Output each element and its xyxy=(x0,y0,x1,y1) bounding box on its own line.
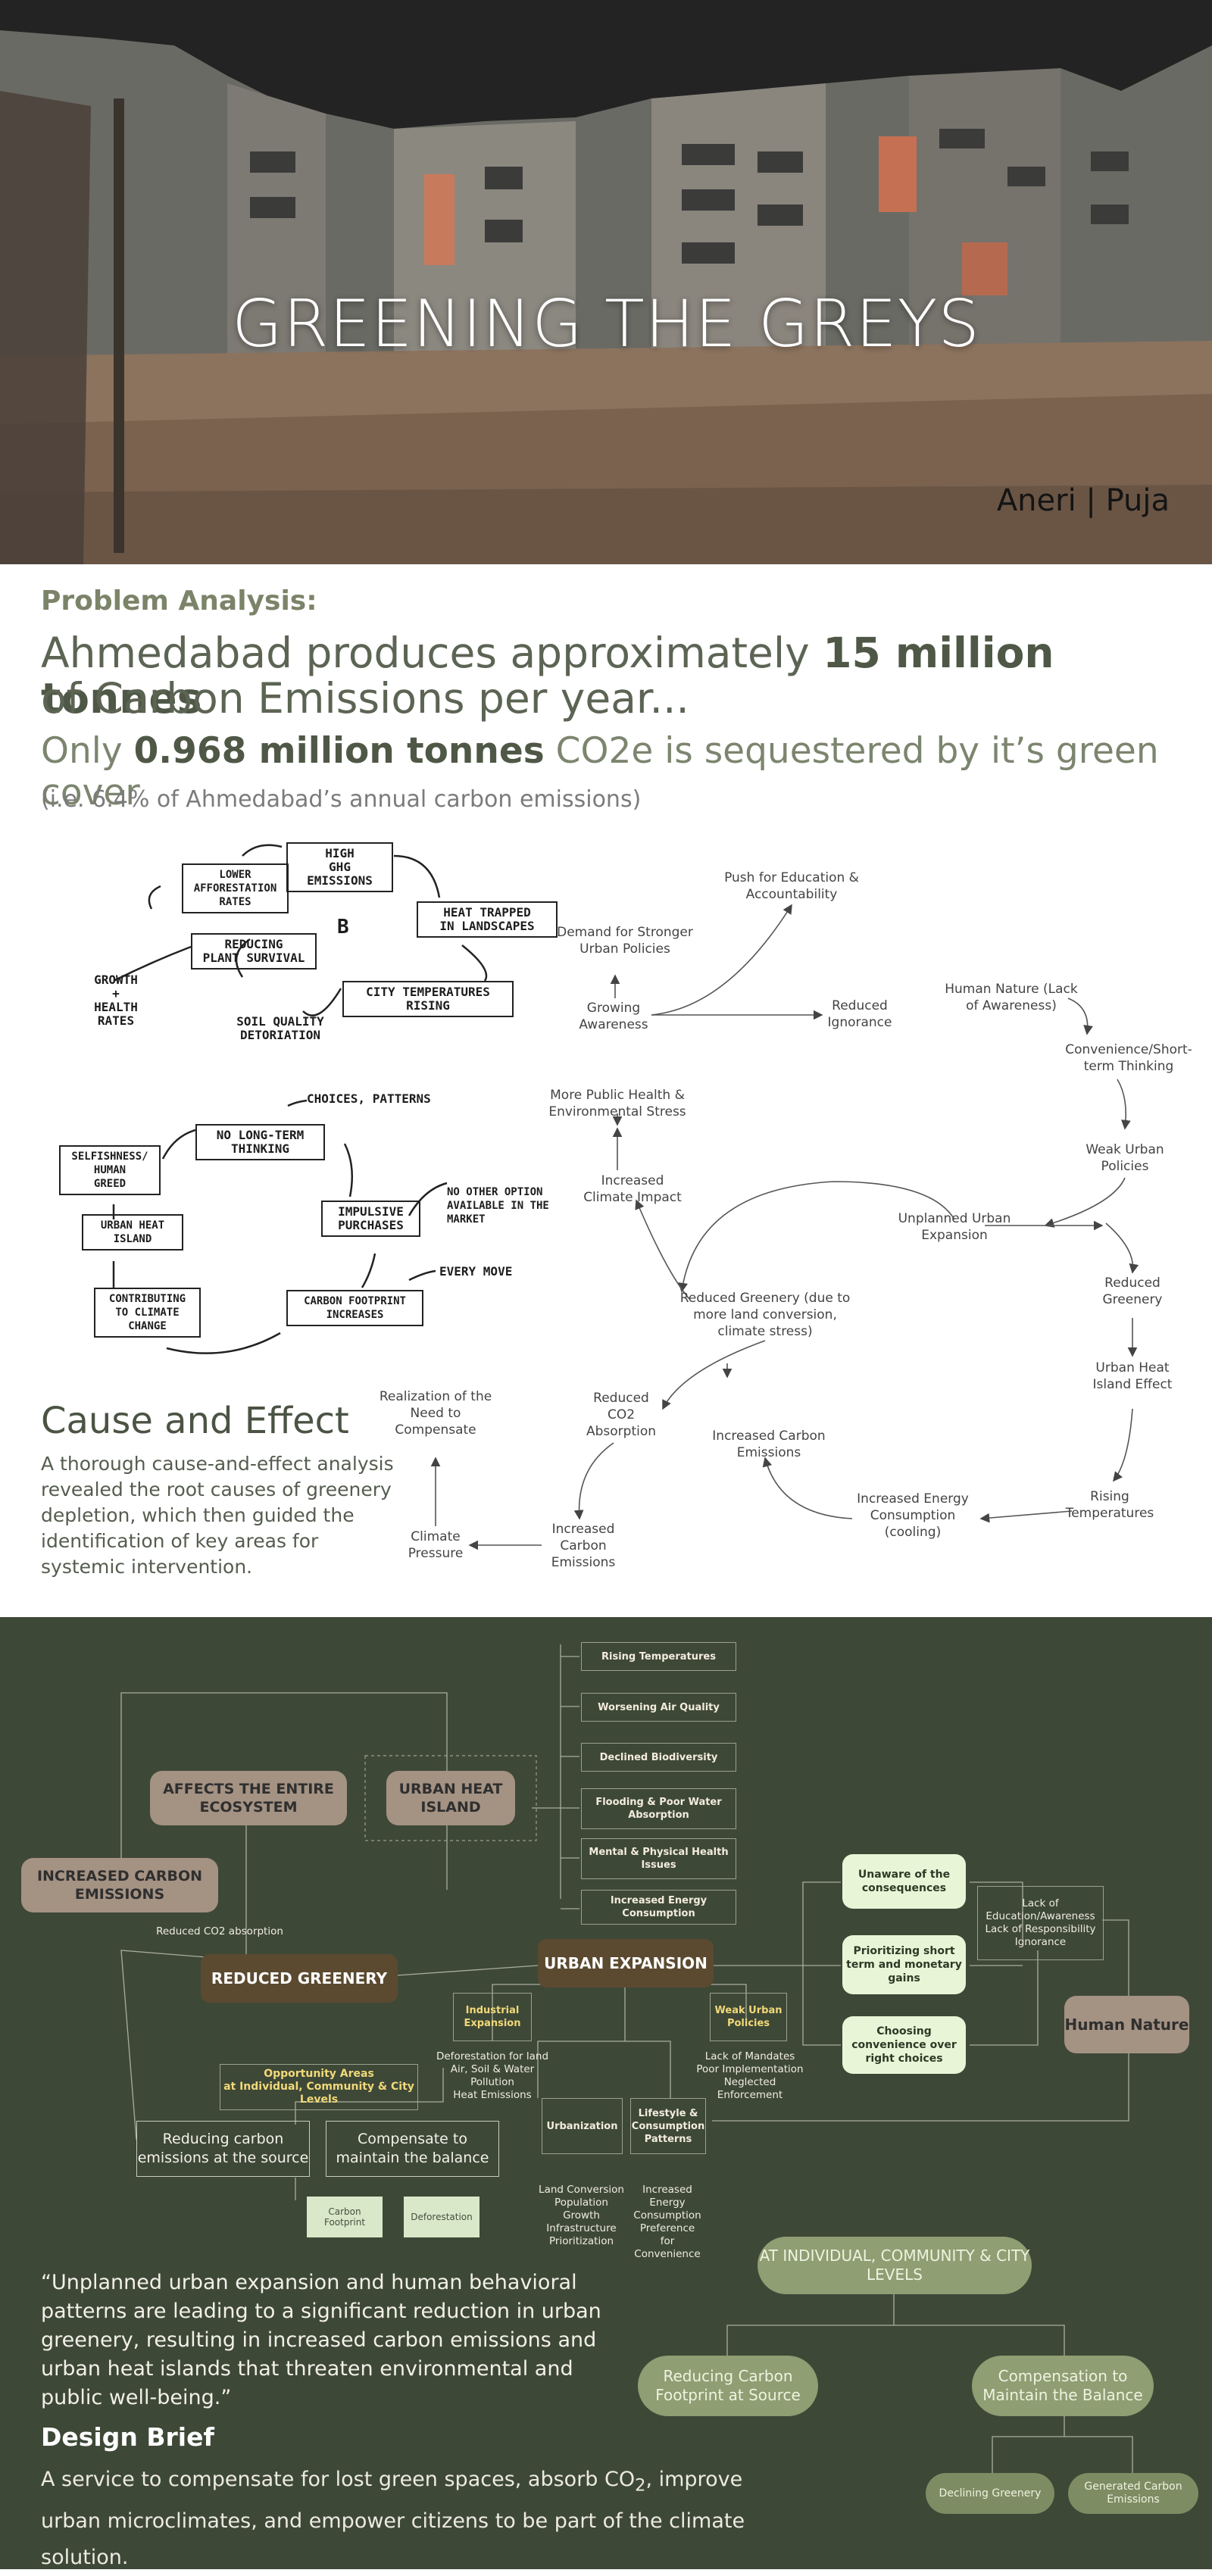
node-realization: Realization of the Need to Compensate xyxy=(379,1389,492,1438)
percentage-note: (i.e. 6.4% of Ahmedabad’s annual carbon … xyxy=(41,786,642,813)
design-brief-text-1: A service to compensate for lost green s… xyxy=(41,2468,636,2491)
impact-flooding: Flooding & Poor Water Absorption xyxy=(581,1788,736,1829)
design-brief-description: A service to compensate for lost green s… xyxy=(41,2462,798,2576)
node-climate-pressure: Climate Pressure xyxy=(408,1529,464,1561)
sketch-lower-afforestation: LOWER AFFORESTATION RATES xyxy=(182,863,289,913)
problem-quote: “Unplanned urban expansion and human beh… xyxy=(41,2271,601,2409)
node-reduced-greenery-right: Reduced Greenery xyxy=(1102,1276,1163,1307)
sequestration-pre: Only xyxy=(41,730,134,772)
generated-emissions-node: Generated Carbon Emissions xyxy=(1068,2473,1198,2514)
impact-biodiversity: Declined Biodiversity xyxy=(581,1743,736,1772)
design-brief-text-2: , improve urban microclimates, and empow… xyxy=(41,2468,745,2570)
systems-map-lines xyxy=(120,1644,1133,2473)
levels-top-node: AT INDIVIDUAL, COMMUNITY & CITY LEVELS xyxy=(758,2237,1032,2294)
weak-policies-list: Lack of Mandates Poor Implementation Neg… xyxy=(696,2050,804,2101)
industrial-expansion-node: Industrial Expansion xyxy=(453,1993,532,2041)
sketch-city-temperatures: CITY TEMPERATURES RISING xyxy=(342,981,514,1017)
reducing-source-box: Reducing carbon emissions at the source xyxy=(136,2121,310,2177)
urbanization-list: Land Conversion Population Growth Infras… xyxy=(539,2184,624,2247)
systems-map-section: Rising Temperatures Worsening Air Qualit… xyxy=(0,1617,1212,2569)
node-unplanned-expansion: Unplanned Urban Expansion xyxy=(898,1211,1011,1243)
sequestration-post: CO2e is sequestered by it’s green cover xyxy=(41,730,1159,813)
design-brief-subscript: 2 xyxy=(635,2475,646,2496)
sketch-no-other-option: NO OTHER OPTION AVAILABLE IN THE MARKET xyxy=(447,1186,549,1226)
node-reduced-greenery: Reduced Greenery (due to more land conve… xyxy=(679,1291,851,1339)
node-rising-temps: Rising Temperatures xyxy=(1065,1489,1154,1521)
hero-banner: GREENING THE GREYS Aneri | Puja xyxy=(0,0,1212,564)
node-increased-carbon-mid: Increased Carbon Emissions xyxy=(712,1429,826,1460)
sequestration-line: Only 0.968 million tonnes CO2e is seques… xyxy=(41,730,1212,813)
sketch-no-long-term: NO LONG-TERM THINKING xyxy=(195,1124,325,1160)
impact-health: Mental & Physical Health Issues xyxy=(581,1838,736,1879)
sketch-choices-patterns: CHOICES, PATTERNS xyxy=(307,1091,431,1106)
node-push-education: Push for Education & Accountability xyxy=(724,870,859,902)
problem-statement-line1: Ahmedabad produces approximately 15 mill… xyxy=(41,630,1212,721)
impact-energy: Increased Energy Consumption xyxy=(581,1890,736,1925)
sketch-every-move: EVERY MOVE xyxy=(439,1264,513,1279)
node-increased-energy: Increased Energy Consumption (cooling) xyxy=(857,1491,969,1540)
lack-of-education-box: Lack of Education/Awareness Lack of Resp… xyxy=(977,1886,1104,1960)
node-increased-carbon-low: Increased Carbon Emissions xyxy=(551,1522,616,1570)
declining-greenery-node: Declining Greenery xyxy=(926,2473,1054,2514)
sketch-carbon-footprint: CARBON FOOTPRINT INCREASES xyxy=(286,1290,423,1326)
weak-policies-node: Weak Urban Policies xyxy=(710,1993,787,2041)
sketch-selfishness: SELFISHNESS/ HUMAN GREED xyxy=(59,1145,161,1195)
node-increased-climate: Increased Climate Impact xyxy=(583,1173,682,1205)
sketch-arrows xyxy=(112,844,488,1354)
problem-line1-bold: 15 million tonnes xyxy=(41,629,1054,723)
reducing-footprint-node: Reducing Carbon Footprint at Source xyxy=(638,2356,818,2416)
design-brief-title: Design Brief xyxy=(41,2422,214,2452)
sketch-soil-quality: SOIL QUALITY DETORIATION xyxy=(236,1014,324,1042)
reduced-co2-label: Reduced CO2 absorption xyxy=(156,1925,283,1937)
urban-expansion-node: URBAN EXPANSION xyxy=(538,1939,714,1987)
sketch-loop-b: B xyxy=(337,916,349,938)
sketch-growth-health: GROWTH + HEALTH RATES xyxy=(94,973,138,1028)
sketch-reducing-plant: REDUCING PLANT SURVIVAL xyxy=(191,933,317,970)
hero-building-photo xyxy=(0,0,1212,564)
node-human-nature: Human Nature (Lack of Awareness) xyxy=(945,982,1078,1013)
human-nature-node: Human Nature xyxy=(1064,1996,1189,2053)
sequestration-bold: 0.968 million tonnes xyxy=(133,730,545,772)
unaware-node: Unaware of the consequences xyxy=(842,1854,966,1909)
urbanization-node: Urbanization xyxy=(542,2098,623,2154)
hero-title: GREENING THE GREYS xyxy=(232,286,980,362)
problem-statement-line2: of Carbon Emissions per year... xyxy=(41,674,689,723)
deforestation-chip: Deforestation xyxy=(404,2197,479,2237)
sketch-impulsive: IMPULSIVE PURCHASES xyxy=(321,1201,420,1237)
cause-effect-description: A thorough cause-and-effect analysis rev… xyxy=(41,1453,394,1578)
node-public-health: More Public Health & Environmental Stres… xyxy=(548,1088,686,1119)
choosing-node: Choosing convenience over right choices xyxy=(842,2016,966,2074)
increased-carbon-node: INCREASED CARBON EMISSIONS xyxy=(21,1858,218,1912)
opportunity-areas-label: Opportunity Areas at Individual, Communi… xyxy=(220,2064,418,2110)
node-reduced-ignorance: Reduced Ignorance xyxy=(827,998,892,1030)
industrial-list: Deforestation for land Air, Soil & Water… xyxy=(436,2050,549,2101)
lifestyle-node: Lifestyle & Consumption Patterns xyxy=(630,2098,706,2154)
loop-arrows xyxy=(430,904,1139,1550)
node-reduced-co2: Reduced CO2 Absorption xyxy=(586,1391,657,1439)
sketch-contributing: CONTRIBUTING TO CLIMATE CHANGE xyxy=(94,1288,201,1338)
cause-effect-title: Cause and Effect xyxy=(41,1400,349,1442)
compensation-node: Compensation to Maintain the Balance xyxy=(972,2356,1154,2416)
urban-heat-island-node: URBAN HEAT ISLAND xyxy=(386,1771,515,1825)
node-weak-policies: Weak Urban Policies xyxy=(1085,1142,1164,1174)
hero-authors: Aneri | Puja xyxy=(996,483,1170,518)
node-growing-awareness: Growing Awareness xyxy=(579,1001,648,1032)
node-uhi-effect: Urban Heat Island Effect xyxy=(1092,1360,1173,1392)
sketch-urban-heat: URBAN HEAT ISLAND xyxy=(82,1214,183,1251)
node-convenience: Convenience/Short- term Thinking xyxy=(1065,1042,1192,1074)
problem-analysis-label: Problem Analysis: xyxy=(41,585,317,617)
reduced-greenery-node: REDUCED GREENERY xyxy=(201,1954,398,2003)
lifestyle-list: Increased Energy Consumption Preference … xyxy=(633,2184,701,2260)
problem-line1-text: Ahmedabad produces approximately xyxy=(41,629,823,677)
node-demand-policies: Demand for Stronger Urban Policies xyxy=(557,925,693,957)
compensate-balance-box: Compensate to maintain the balance xyxy=(326,2121,499,2177)
sketch-heat-trapped: HEAT TRAPPED IN LANDSCAPES xyxy=(417,901,558,938)
carbon-footprint-chip: Carbon Footprint xyxy=(307,2197,383,2237)
sketch-high-ghg: HIGH GHG EMISSIONS xyxy=(286,842,393,892)
impact-rising-temperatures: Rising Temperatures xyxy=(581,1642,736,1671)
impact-air-quality: Worsening Air Quality xyxy=(581,1693,736,1722)
affects-ecosystem-node: AFFECTS THE ENTIRE ECOSYSTEM xyxy=(150,1771,347,1825)
prioritizing-node: Prioritizing short term and monetary gai… xyxy=(842,1935,966,1994)
